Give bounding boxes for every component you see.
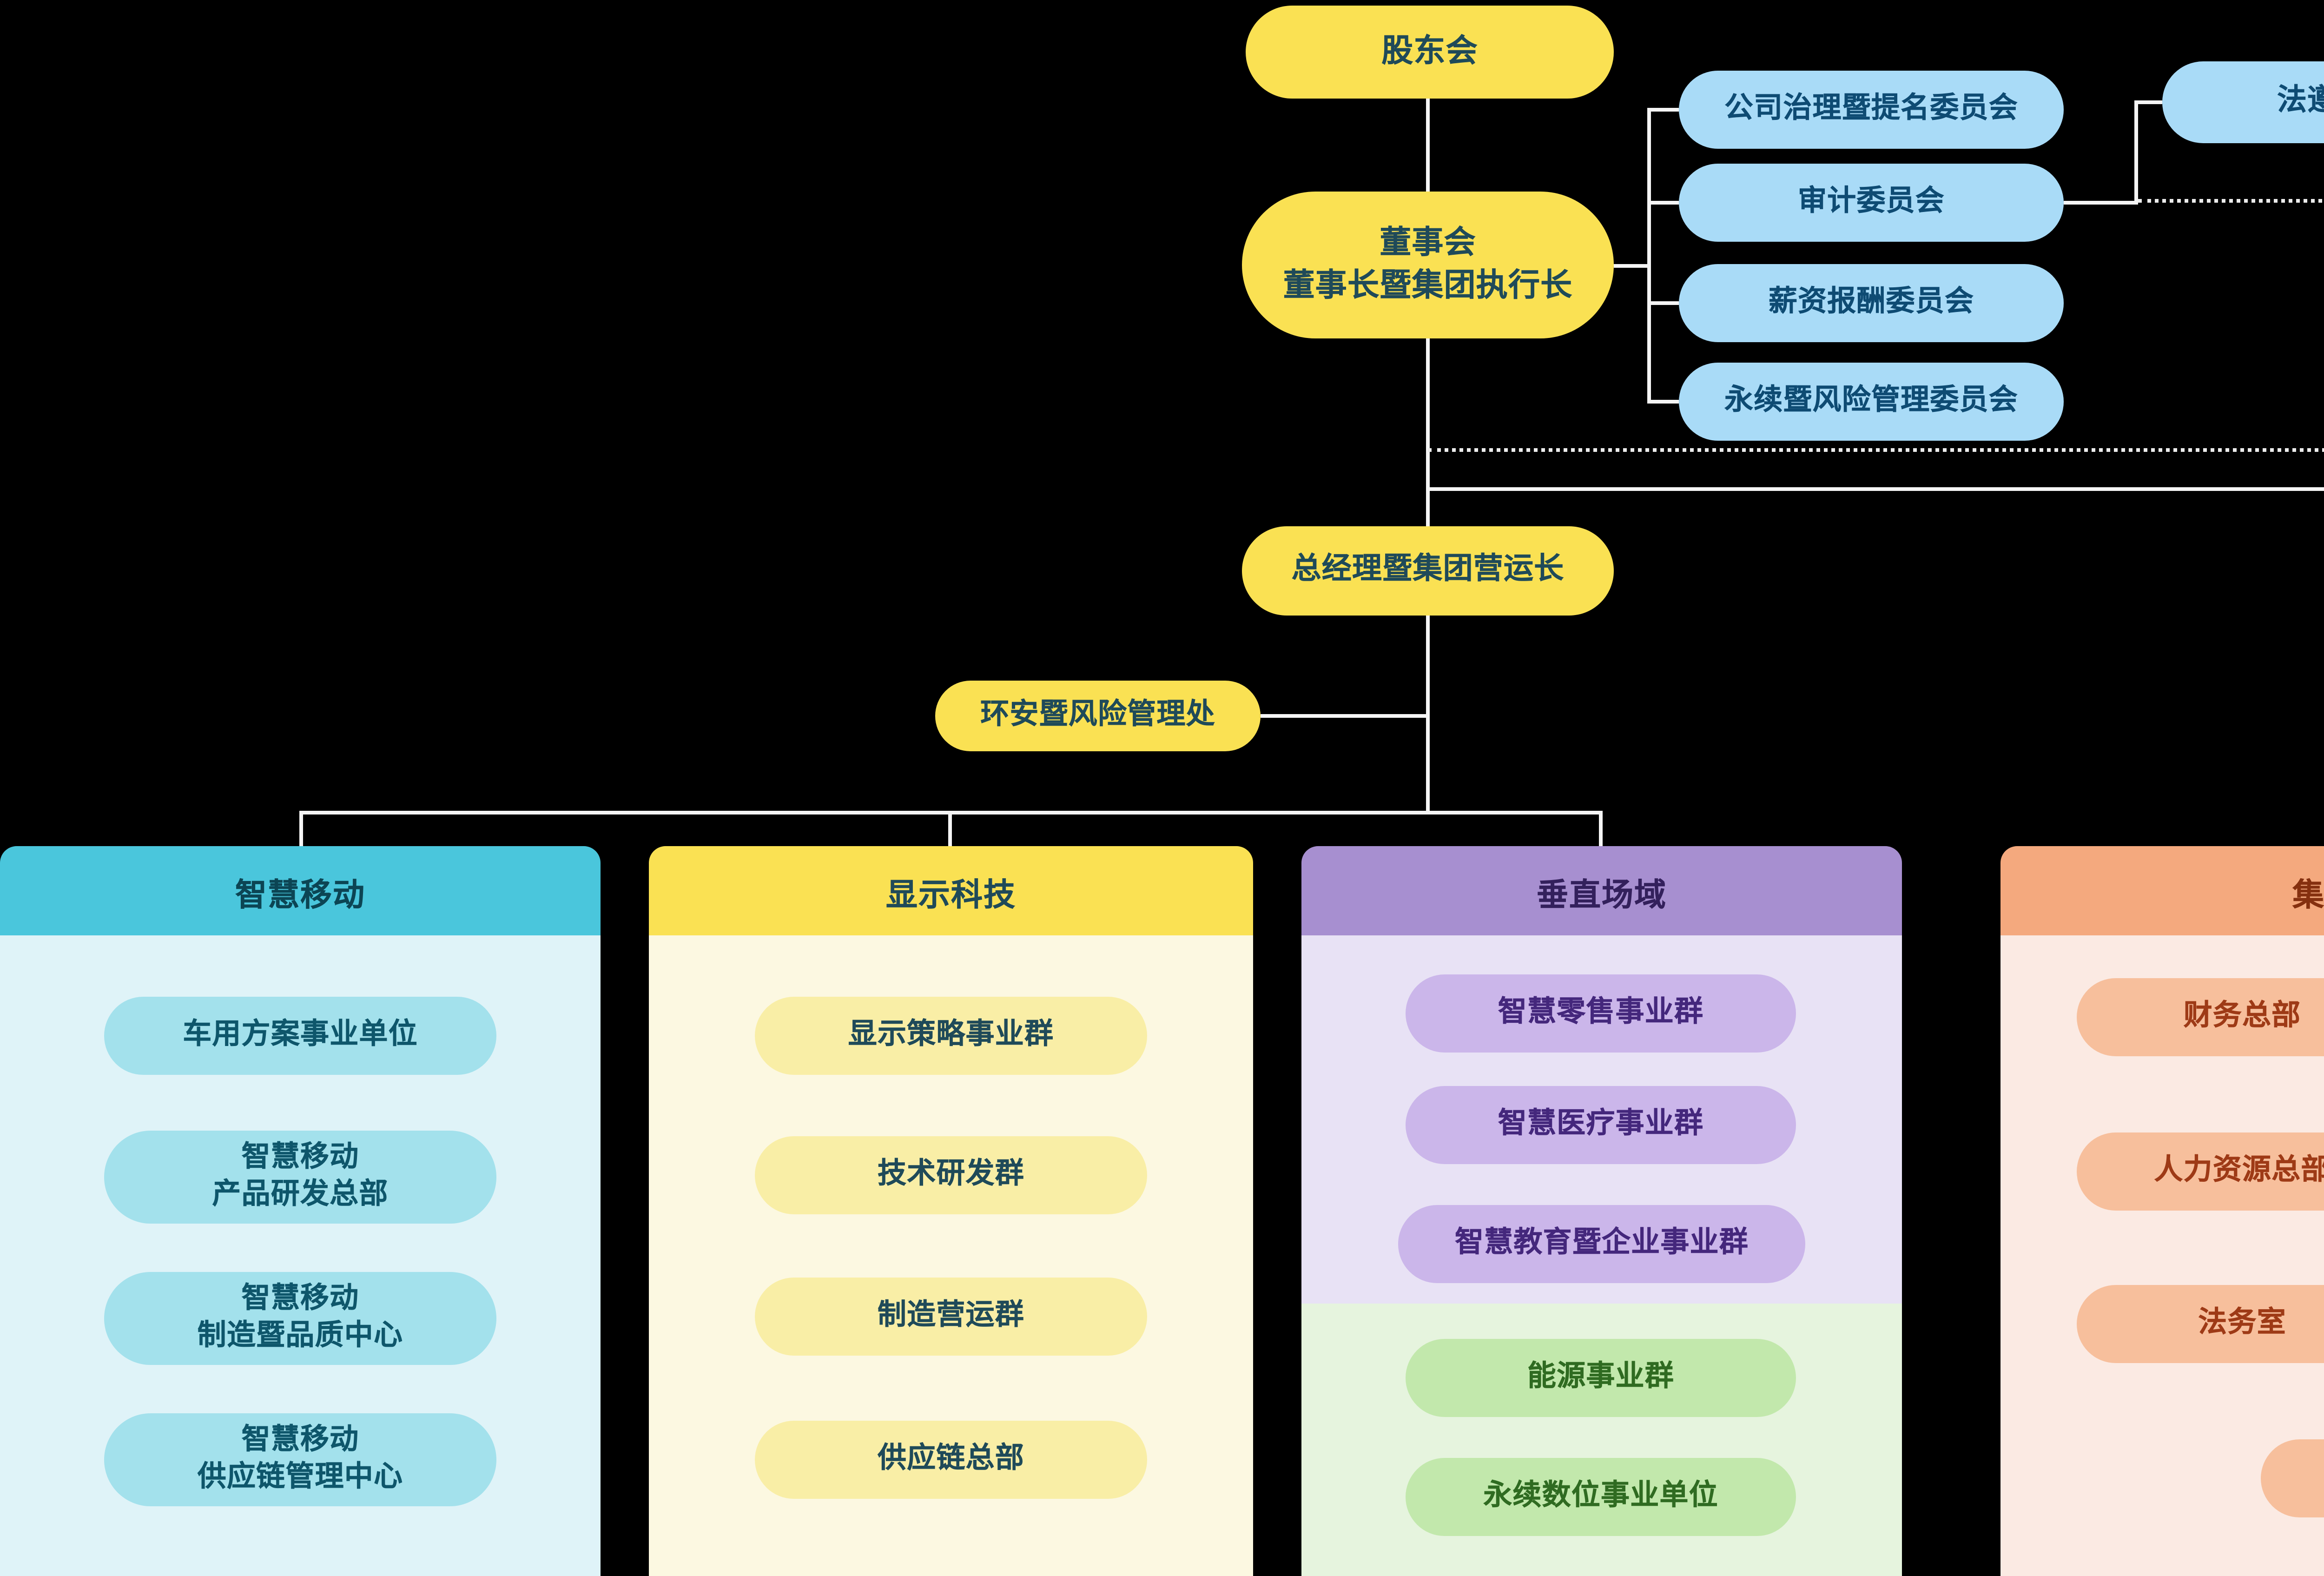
unit-sm-manufacturing-quality: 智慧移动 制造暨品质中心 (104, 1272, 496, 1365)
connector-audit-compliance-v (2134, 100, 2138, 205)
unit-label: 财务总部 (2183, 1000, 2301, 1032)
unit-label: 显示策略事业群 (848, 1019, 1054, 1051)
board-node: 董事会 董事长暨集团执行长 (1242, 192, 1614, 338)
unit-label-line2: 供应链管理中心 (197, 1462, 403, 1493)
shareholders-node: 股东会 (1246, 6, 1614, 99)
connector-stub-audit (1647, 201, 1679, 205)
connector-drop-vertical-domains (1599, 811, 1603, 846)
committee-label: 审计委员会 (1797, 185, 1945, 218)
board-title-line: 董事会 (1380, 225, 1476, 261)
unit-sm-supply-chain: 智慧移动 供应链管理中心 (104, 1413, 496, 1506)
group-header-display-tech: 显示科技 (649, 846, 1253, 935)
committee-node-compensation: 薪资报酬委员会 (1679, 264, 2064, 342)
compliance-counsel-node: 法遵总顾问 (2162, 61, 2324, 143)
unit-energy: 能源事业群 (1406, 1339, 1796, 1417)
connector-drop-smart-mobility (299, 811, 303, 846)
committee-node-governance-nomination: 公司治理暨提名委员会 (1679, 71, 2064, 149)
connector-stub-governance (1647, 108, 1679, 112)
unit-smart-retail: 智慧零售事业群 (1406, 974, 1796, 1053)
connector-audit-compliance-h (2064, 201, 2138, 205)
unit-label: 能源事业群 (1527, 1361, 1674, 1393)
unit-supply-chain-hq: 供应链总部 (755, 1421, 1147, 1499)
compliance-label: 法遵总顾问 (2277, 86, 2324, 118)
group-header-smart-mobility: 智慧移动 (0, 846, 601, 935)
unit-label-line2: 产品研发总部 (212, 1179, 389, 1211)
unit-label-line2: 制造暨品质中心 (197, 1320, 403, 1352)
connector-ehs-office (1261, 714, 1428, 718)
group-header-vertical-domains: 垂直场域 (1301, 846, 1902, 935)
connector-board-bracket (1614, 264, 1647, 268)
unit-hr-hq: 人力资源总部 (2077, 1132, 2324, 1211)
dotted-compliance-to-line (1428, 448, 2324, 452)
unit-label: 法务室 (2198, 1307, 2286, 1339)
unit-display-strategy: 显示策略事业群 (755, 997, 1147, 1075)
unit-label: 人力资源总部 (2154, 1154, 2324, 1186)
unit-smart-education-enterprise: 智慧教育暨企业事业群 (1398, 1205, 1805, 1283)
connector-drop-display-tech (948, 811, 952, 846)
committee-label: 薪资报酬委员会 (1768, 286, 1974, 318)
connector-stub-sustainability (1647, 400, 1679, 404)
connector-board-president (1426, 338, 1430, 526)
group-header-operations-support: 集团营运支援单位 (2000, 846, 2324, 935)
unit-label: 供应链总部 (877, 1443, 1024, 1475)
unit-label: 智慧医疗事业群 (1498, 1108, 1704, 1140)
board-subtitle-line: 董事长暨集团执行长 (1283, 267, 1573, 302)
connector-president-groups (1426, 616, 1430, 813)
committee-node-audit: 审计委员会 (1679, 164, 2064, 242)
connector-bracket-vertical (1647, 108, 1651, 404)
unit-automotive-solutions: 车用方案事业单位 (104, 997, 496, 1075)
connector-shareholders-board (1426, 99, 1430, 192)
unit-label: 智慧零售事业群 (1498, 996, 1704, 1028)
unit-label: 智慧教育暨企业事业群 (1454, 1227, 1749, 1259)
unit-label: 技术研发群 (877, 1158, 1024, 1190)
shareholders-label: 股东会 (1381, 33, 1478, 69)
unit-label: 车用方案事业单位 (183, 1019, 418, 1051)
unit-smart-medical: 智慧医疗事业群 (1406, 1086, 1796, 1164)
president-coo-node: 总经理暨集团营运长 (1242, 526, 1614, 616)
unit-label: 永续数位事业单位 (1483, 1480, 1718, 1512)
unit-manufacturing-ops: 制造营运群 (755, 1278, 1147, 1356)
unit-sm-product-rd: 智慧移动 产品研发总部 (104, 1131, 496, 1224)
unit-legal-office: 法务室 (2077, 1285, 2324, 1363)
unit-sustainable-digital: 永续数位事业单位 (1406, 1458, 1796, 1536)
unit-label-line1: 智慧移动 (241, 1282, 359, 1314)
ehs-label: 环安暨风险管理处 (980, 699, 1215, 731)
ehs-risk-office-node: 环安暨风险管理处 (935, 681, 1261, 751)
connector-to-support-column-h (1426, 487, 2324, 491)
committee-node-sustainability-risk: 永续暨风险管理委员会 (1679, 363, 2064, 441)
committee-label: 公司治理暨提名委员会 (1724, 93, 2018, 125)
connector-stub-compensation (1647, 301, 1679, 305)
unit-finance-hq: 财务总部 (2077, 978, 2324, 1056)
dotted-audit-committee-right (2138, 199, 2324, 203)
unit-audit-office: 稽核管理处 (2261, 1439, 2324, 1517)
unit-tech-rd: 技术研发群 (755, 1136, 1147, 1214)
unit-label: 制造营运群 (877, 1299, 1024, 1331)
committee-label: 永续暨风险管理委员会 (1724, 384, 2018, 417)
connector-compliance-stub (2134, 100, 2162, 104)
president-label: 总经理暨集团营运长 (1291, 555, 1565, 587)
unit-label-line1: 智慧移动 (241, 1141, 359, 1173)
unit-label-line1: 智慧移动 (241, 1424, 359, 1456)
